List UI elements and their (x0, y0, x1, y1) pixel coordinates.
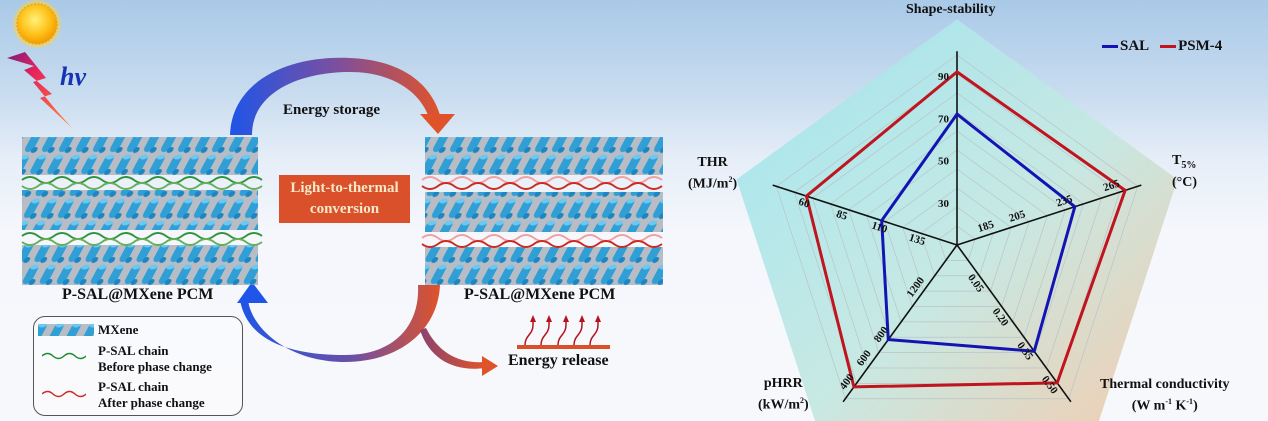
grid-ring (866, 149, 1048, 323)
tick-label: 70 (938, 113, 950, 125)
radar-axes (772, 51, 1142, 403)
tick-label: 205 (1008, 208, 1028, 225)
red-wave-icon (42, 390, 86, 398)
grid-ring (812, 92, 1102, 369)
heat-release-icon (517, 315, 610, 349)
mxene-icon (38, 324, 94, 336)
radar-chart: 305070901852052352650.050.200.350.501200… (736, 19, 1178, 421)
light-to-thermal-box: Light-to-thermal conversion (279, 175, 410, 223)
sun-icon (13, 0, 61, 48)
tick-label: 85 (835, 208, 850, 223)
axis-title-phrr-name: pHRR (763, 376, 803, 391)
right-material-label: P-SAL@MXene PCM (464, 286, 616, 303)
axis-title-t5: T5% (°C) (1172, 152, 1197, 191)
grid-ring (938, 225, 976, 261)
tick-label: 60 (797, 196, 812, 211)
energy-release-label: Energy release (508, 352, 609, 369)
green-wave-icon (42, 352, 86, 360)
axis-title-thermal-conductivity-name: Thermal conductivity (1100, 377, 1230, 392)
conversion-label-line1: Light-to-thermal (290, 180, 399, 196)
axis-line-4 (772, 184, 958, 246)
grid-ring (884, 168, 1030, 307)
chart-legend: SAL PSM-4 (1102, 38, 1222, 55)
lightning-bolt-icon (7, 52, 72, 128)
axis-title-thr-name: THR (697, 155, 728, 170)
legend-mxene-label: MXene (98, 322, 139, 337)
radar-series (804, 70, 1127, 389)
axis-title-t5-unit: (°C) (1172, 174, 1198, 190)
legend-before-label-1: P-SAL chain (98, 343, 169, 358)
grid-ring (830, 111, 1084, 353)
legend-label-sal: SAL (1120, 38, 1149, 54)
series-sal (880, 111, 1077, 353)
axis-title-phrr: pHRR (kW/m2) (758, 375, 809, 414)
left-mxene-stack (21, 137, 263, 285)
series-psm-4 (804, 70, 1127, 389)
tick-label: 185 (976, 218, 996, 235)
right-mxene-stack (421, 137, 663, 285)
scheme-legend: MXene P-SAL chain Before phase change P-… (33, 316, 243, 416)
tick-label: 50 (938, 156, 950, 168)
radar-grid (775, 54, 1139, 400)
photon-energy-label: hv (60, 62, 86, 91)
legend-after-label-1: P-SAL chain (98, 379, 169, 394)
tick-label: 235 (1055, 193, 1075, 210)
axis-title-shape-stability: Shape-stability (906, 1, 995, 18)
tick-label: 30 (938, 198, 950, 210)
tick-label: 90 (938, 71, 950, 83)
axis-title-thr-unit: (MJ/m2) (688, 175, 738, 192)
tick-label: 110 (870, 220, 889, 236)
axis-title-shape-stability-name: Shape-stability (906, 2, 996, 17)
tick-label: 265 (1102, 177, 1122, 194)
legend-label-psm4: PSM-4 (1178, 38, 1223, 54)
t5-subscript: 5% (1181, 159, 1197, 171)
energy-release-arrow (420, 328, 498, 376)
axis-line-1 (956, 184, 1142, 246)
grid-ring (902, 187, 1012, 292)
legend-swatch-psm4 (1160, 45, 1177, 49)
grid-ring (848, 130, 1066, 338)
left-material-label: P-SAL@MXene PCM (62, 286, 214, 303)
grid-ring (793, 73, 1121, 384)
legend-swatch-sal (1102, 45, 1118, 49)
legend-after-label-2: After phase change (98, 395, 205, 410)
conversion-label-line2: conversion (309, 201, 380, 217)
legend-before-label-2: Before phase change (98, 359, 212, 374)
axis-title-phrr-unit: (kW/m2) (758, 396, 809, 413)
tick-label: 135 (907, 232, 927, 249)
axis-line-2 (956, 244, 1072, 403)
grid-ring (775, 54, 1139, 400)
mechanism-scheme (7, 0, 663, 376)
axis-title-thermal-conductivity-unit: (W m-1 K-1) (1131, 397, 1198, 414)
energy-storage-arrow (230, 57, 455, 135)
reverse-arrow (237, 282, 440, 362)
axis-title-thermal-conductivity: Thermal conductivity (W m-1 K-1) (1100, 376, 1230, 415)
axis-title-thr: THR (MJ/m2) (688, 154, 737, 193)
axis-line-3 (842, 244, 958, 403)
grid-ring (920, 206, 994, 277)
energy-storage-label: Energy storage (283, 102, 381, 118)
axis-title-t5-name: T5% (1172, 153, 1197, 171)
